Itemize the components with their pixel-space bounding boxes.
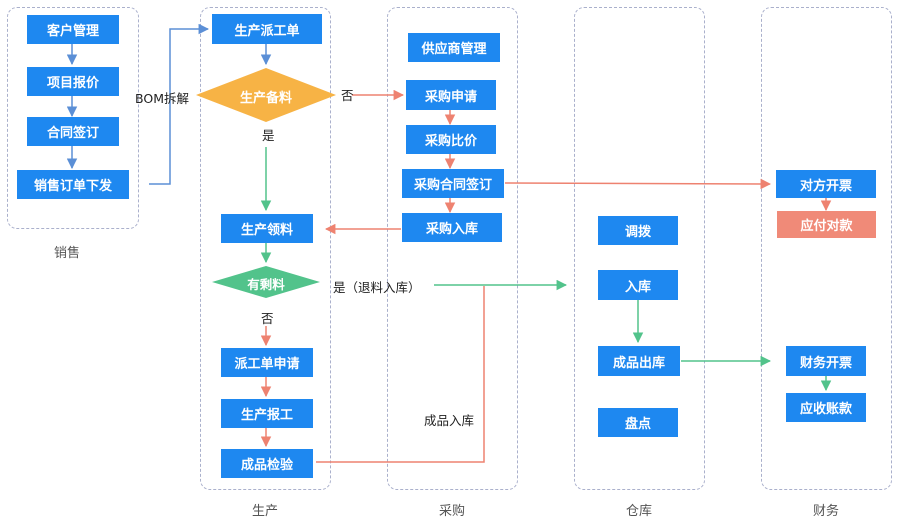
lane-label-purchasing: 采购 — [438, 504, 465, 519]
contract-sign-box[interactable]: 合同签订 — [27, 117, 119, 146]
lane-label-warehouse: 仓库 — [625, 504, 652, 519]
financial-invoicing-box[interactable]: 财务开票 — [786, 346, 866, 376]
purchase-inbound-box[interactable]: 采购入库 — [402, 213, 502, 242]
lane-finance — [761, 7, 892, 490]
customer-management-box[interactable]: 客户管理 — [27, 15, 119, 44]
lane-warehouse — [574, 7, 705, 490]
warehouse-inbound-box[interactable]: 入库 — [598, 270, 678, 300]
lane-label-sales: 销售 — [53, 246, 80, 261]
inventory-check-box[interactable]: 盘点 — [598, 408, 678, 437]
bom-label: BOM拆解 — [135, 91, 189, 106]
yes-label-1: 是 — [262, 128, 275, 143]
purchase-request-box[interactable]: 采购申请 — [406, 80, 496, 110]
no-label-1: 否 — [341, 88, 354, 103]
decision-surplus — [212, 266, 320, 298]
no-label-2: 否 — [261, 311, 274, 326]
supplier-management-box[interactable]: 供应商管理 — [408, 33, 500, 62]
dispatch-order-box[interactable]: 生产派工单 — [212, 14, 322, 44]
price-compare-box[interactable]: 采购比价 — [406, 125, 496, 154]
payable-reconcile-box[interactable]: 应付对款 — [777, 211, 876, 238]
receivable-box[interactable]: 应收账款 — [786, 393, 866, 422]
sales-order-box[interactable]: 销售订单下发 — [17, 170, 129, 199]
vendor-invoice-box[interactable]: 对方开票 — [776, 170, 876, 198]
lane-label-production: 生产 — [251, 504, 278, 519]
yes-return-label: 是（退料入库） — [333, 280, 421, 295]
production-report-box[interactable]: 生产报工 — [221, 399, 313, 428]
lane-label-finance: 财务 — [812, 504, 839, 519]
finished-inspection-box[interactable]: 成品检验 — [221, 449, 313, 478]
purchase-contract-box[interactable]: 采购合同签订 — [402, 169, 504, 198]
project-quote-box[interactable]: 项目报价 — [27, 67, 119, 96]
material-pick-box[interactable]: 生产领料 — [221, 214, 313, 243]
finished-outbound-box[interactable]: 成品出库 — [598, 346, 680, 376]
lane-sales — [7, 7, 139, 229]
transfer-box[interactable]: 调拨 — [598, 216, 678, 245]
lane-purchasing — [387, 7, 518, 490]
surplus-label: 有剩料 — [247, 277, 285, 292]
decision-material-prep — [196, 68, 336, 122]
lane-production — [200, 7, 331, 490]
finished-inbound-label: 成品入库 — [424, 413, 475, 428]
material-prep-label: 生产备料 — [239, 91, 292, 106]
dispatch-apply-box[interactable]: 派工单申请 — [221, 348, 313, 377]
